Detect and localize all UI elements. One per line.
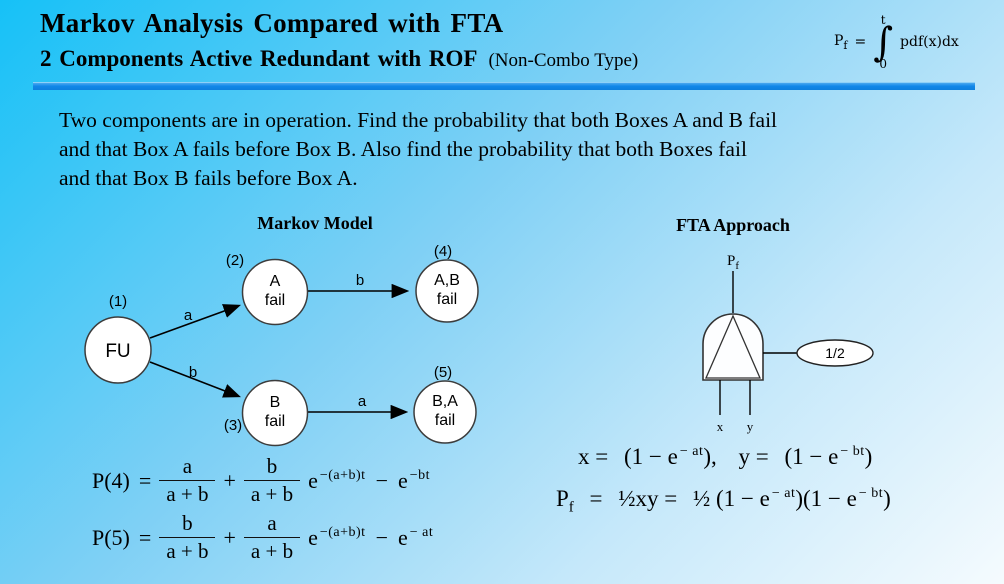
p5-equals: = <box>138 524 152 550</box>
p4-exp-term-2: e−bt <box>397 467 431 493</box>
title-divider <box>33 82 975 90</box>
state-ba-line2: fail <box>435 412 455 429</box>
state-ab-line1: A,B <box>434 272 460 289</box>
pf-integral-formula: Pf = t ∫ 0 pdf(x)dx <box>834 2 959 82</box>
xy-x-term: (1 − e− at), <box>623 444 717 469</box>
state-number-4: (4) <box>434 243 452 260</box>
rate-label-b-ba: a <box>358 393 367 410</box>
arrow-fu-to-a <box>149 304 242 339</box>
pf-product: (1 − e− at)(1 − e− bt) <box>716 486 891 511</box>
subtitle-note: (Non-Combo Type) <box>488 50 639 71</box>
p4-equals: = <box>138 467 152 493</box>
integral-sign-stack: t ∫ 0 <box>873 14 893 70</box>
state-a-line2: fail <box>265 292 285 309</box>
state-b-line2: fail <box>265 413 285 430</box>
xy-y-lhs: y = <box>738 444 769 469</box>
state-fu-circle <box>84 316 152 384</box>
pf-half: ½ <box>693 486 711 511</box>
pf-equals-1: = <box>589 486 603 511</box>
and-gate-icon <box>702 313 764 381</box>
problem-line-1: Two components are in operation. Find th… <box>59 108 778 132</box>
rate-label-fu-b: b <box>189 364 197 381</box>
state-ab-fail-circle <box>415 259 479 323</box>
p5-exp-term-1: e−(a+b)t <box>308 524 366 550</box>
rate-label-a-ab: b <box>356 272 364 289</box>
fta-equations: x = (1 − e− at), y = (1 − e− bt) Pf = ½x… <box>556 444 891 517</box>
p5-plus: + <box>223 524 236 550</box>
p5-exp-term-2: e− at <box>397 524 434 550</box>
integral-upper-limit: t <box>880 12 886 27</box>
condition-factor-label: 1/2 <box>825 345 845 361</box>
pf-symbol: Pf <box>834 32 848 52</box>
state-a-fail-circle <box>241 258 309 326</box>
pf-equals-2: = <box>664 486 678 511</box>
gate-output-label: Pf <box>727 253 739 272</box>
p4-lhs: P(4) <box>92 467 130 493</box>
state-number-2: (2) <box>226 252 244 269</box>
xy-x-lhs: x = <box>578 444 609 469</box>
equation-xy: x = (1 − e− at), y = (1 − e− bt) <box>578 444 891 482</box>
priority-triangle-icon <box>705 314 761 379</box>
p5-fraction-2: a a + b <box>243 513 301 562</box>
p5-fraction-1: b a + b <box>159 513 216 562</box>
equation-pf: Pf = ½xy = ½ (1 − e− at)(1 − e− bt) <box>556 486 891 517</box>
integral-lower-limit: 0 <box>879 57 887 72</box>
p4-fraction-2: b a + b <box>243 456 301 505</box>
equation-p5: P(5) = b a + b + a a + b e−(a+b)t − e− a… <box>92 509 433 566</box>
input-label-x: x <box>717 419 724 434</box>
p5-minus: − <box>375 524 388 550</box>
state-number-1: (1) <box>109 293 127 310</box>
markov-state-diagram: FU A fail A,B fail B fail B,A fail (1) (… <box>84 243 479 447</box>
integral-icon: ∫ <box>873 18 894 65</box>
equals-sign: = <box>854 34 867 50</box>
pf-half-xy: ½xy <box>618 486 659 511</box>
p4-plus: + <box>223 467 236 493</box>
state-a-line1: A <box>270 273 281 290</box>
subtitle-main: 2 Components Active Redundant with ROF <box>40 46 478 71</box>
integrand-text: pdf(x)dx <box>900 34 959 50</box>
page-title: Markov Analysis Compared with FTA <box>40 8 504 38</box>
p4-fraction-1: a a + b <box>159 456 216 505</box>
markov-equations: P(4) = a a + b + b a + b e−(a+b)t − e−bt… <box>92 452 433 566</box>
problem-statement: Two components are in operation. Find th… <box>59 106 777 193</box>
state-number-3: (3) <box>224 417 242 434</box>
p5-lhs: P(5) <box>92 524 130 550</box>
input-label-y: y <box>747 419 754 434</box>
state-fu-label: FU <box>105 341 130 362</box>
p4-exp-term-1: e−(a+b)t <box>308 467 366 493</box>
state-ba-fail-circle <box>413 380 477 444</box>
condition-oval <box>796 339 874 367</box>
page-subtitle: 2 Components Active Redundant with ROF (… <box>40 46 638 72</box>
rate-label-fu-a: a <box>184 307 193 324</box>
xy-y-term: (1 − e− bt) <box>784 444 873 469</box>
state-number-5: (5) <box>434 364 452 381</box>
problem-line-3: and that Box B fails before Box A. <box>59 166 358 190</box>
state-ba-line1: B,A <box>432 393 458 410</box>
fta-gate-diagram: 1/2 Pf x y <box>702 253 874 434</box>
pf-lhs: Pf <box>556 486 574 516</box>
state-b-fail-circle <box>241 379 309 447</box>
problem-line-2: and that Box A fails before Box B. Also … <box>59 137 747 161</box>
markov-model-heading: Markov Model <box>257 213 373 233</box>
state-ab-line2: fail <box>437 291 457 308</box>
equation-p4: P(4) = a a + b + b a + b e−(a+b)t − e−bt <box>92 452 433 509</box>
p4-minus: − <box>375 467 388 493</box>
fta-approach-heading: FTA Approach <box>676 215 790 235</box>
state-b-line1: B <box>270 394 281 411</box>
arrow-fu-to-b <box>149 361 241 398</box>
